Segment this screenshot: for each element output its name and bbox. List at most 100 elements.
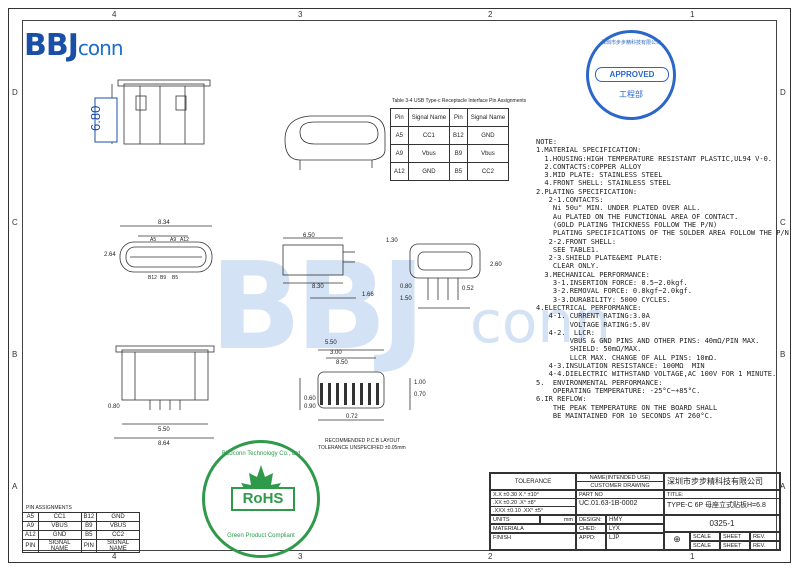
title-block: TOLERANCE NAME(INTENDED USE) CUSTOMER DR…: [489, 472, 781, 551]
pcb-layout-title: RECOMMENDED P.C.B LAYOUT: [325, 438, 401, 444]
grid-row-a: A: [12, 482, 18, 491]
grid-col-1-bottom: 1: [690, 552, 695, 561]
ched-label: CHED:: [576, 524, 606, 533]
dim-130: 1.30: [386, 238, 398, 244]
table-cell: B9: [80, 521, 98, 531]
note-line: 4.FRONT SHELL: STAINLESS STEEL: [536, 179, 671, 188]
dim-834: 8.34: [158, 220, 170, 226]
note-line: SEE TABLE1.: [536, 245, 600, 254]
table-cell: SIGNAL NAME: [96, 539, 140, 553]
pcb-layout-tolerance: TOLERANCE UNSPECIFIED ±0.05mm: [318, 445, 406, 451]
table-cell: A9: [22, 521, 39, 531]
table-cell: CC1: [37, 512, 82, 522]
table-cell: GND: [96, 512, 140, 522]
pin-table-caption: Table 3-4 USB Type-c Receptacle Interfac…: [392, 98, 527, 104]
table-cell: Vbus: [407, 144, 451, 163]
pin-label-a12: A12: [180, 237, 189, 243]
dim-150: 1.50: [400, 296, 412, 302]
table-cell: SIGNAL NAME: [37, 539, 82, 553]
note-line: OPERATING TEMPERATURE: -25°C~+85°C.: [536, 386, 701, 395]
table-row: A9 Vbus B9 Vbus: [390, 144, 510, 163]
stamp-dept-label: 工程部: [619, 90, 643, 99]
table-cell: GND: [466, 126, 510, 145]
note-line: 3-2.REMOVAL FORCE: 0.8kgf~2.0kgf.: [536, 287, 692, 296]
dim-166: 1.66: [362, 292, 374, 298]
grid-row-b-right: B: [780, 350, 786, 359]
sheet-label: SHEET: [720, 532, 750, 541]
table-cell: VBUS: [37, 521, 82, 531]
dim-080: 0.80: [400, 284, 412, 290]
finish-label: FINISH: [490, 533, 576, 550]
grid-row-a-right: A: [780, 482, 786, 491]
company-logo: BBJconn: [24, 28, 123, 63]
watermark-logo: BBJ: [210, 238, 426, 377]
dim-300: 3.00: [330, 350, 342, 356]
dim-850: 8.50: [336, 360, 348, 366]
table-cell: PIN: [80, 539, 98, 553]
design-value: HMY: [606, 515, 664, 524]
table-header-cell: Pin: [449, 108, 468, 127]
grid-row-c: C: [12, 218, 18, 227]
note-line: 5. ENVIRONMENTAL PERFORMANCE:: [536, 378, 663, 387]
dim-864: 8.64: [158, 441, 170, 447]
note-line: Au PLATED ON THE FUNCTIONAL AREA OF CONT…: [536, 212, 739, 221]
table-cell: CC1: [407, 126, 451, 145]
drawing-outer-frame: [8, 8, 791, 563]
ched-value: LYX: [606, 524, 664, 533]
grid-col-4: 4: [112, 10, 117, 19]
table-header-cell: Signal Name: [466, 108, 510, 127]
table-cell: A5: [22, 512, 39, 522]
projection-symbol-icon: ⊕: [664, 532, 690, 550]
dim-070: 0.70: [414, 392, 426, 398]
dim-650: 6.50: [303, 233, 315, 239]
table-cell: B12: [80, 512, 98, 522]
note-line: 3.MECHANICAL PERFORMANCE:: [536, 270, 650, 279]
note-line: 2.PLATING SPECIFICATION:: [536, 187, 638, 196]
table-cell: A9: [390, 144, 409, 163]
appd-value: LJP: [606, 533, 664, 550]
stamp-approved-label: APPROVED: [595, 67, 669, 82]
dim-100: 1.00: [414, 380, 426, 386]
document-number: 0325-1: [664, 515, 780, 532]
dim-060: 0.60: [304, 396, 316, 402]
material-label: MATERIALA: [490, 524, 576, 533]
note-line: VOLTAGE RATING:5.0V: [536, 320, 650, 329]
note-line: 3-3.DURABILITY: 5000 CYCLES.: [536, 295, 671, 304]
rohs-stamp: BBJconn Technology Co., Ltd RoHS Green P…: [202, 440, 320, 558]
grid-col-3: 3: [298, 10, 303, 19]
note-line: LLCR MAX. CHANGE OF ALL PINS: 10mΩ.: [536, 353, 718, 362]
note-line: 4-4.DIELECTRIC WITHSTAND VOLTAGE,AC 100V…: [536, 370, 777, 379]
grid-row-c-right: C: [780, 218, 786, 227]
note-line: VBUS & GND PINS AND OTHER PINS: 40mΩ/PIN…: [536, 337, 760, 346]
note-line: 1.HOUSING:HIGH TEMPERATURE RESISTANT PLA…: [536, 154, 773, 163]
note-line: 2-3.SHIELD PLATE&EMI PLATE:: [536, 254, 663, 263]
scale-label-2: SCALE: [690, 541, 720, 550]
note-line: 6.IR REFLOW:: [536, 395, 587, 404]
note-line: Ni 50u" MIN. UNDER PLATED OVER ALL.: [536, 204, 701, 213]
watermark-conn: conn: [470, 288, 611, 356]
dim-550-top: 5.50: [325, 340, 337, 346]
grid-row-d: D: [12, 88, 18, 97]
table-row: A5 CC1 B12 GND: [390, 126, 510, 145]
units-label: UNITS: [490, 515, 540, 524]
dim-height-680: 6.80: [88, 105, 103, 131]
table-header-cell: Pin: [390, 108, 409, 127]
dim-264: 2.64: [104, 252, 116, 258]
table-row: A12 GND B5 CC2: [390, 162, 510, 181]
title-value: TYPE-C 6P 母座立式贴板H=6.8: [664, 498, 780, 515]
table-cell: GND: [407, 162, 451, 181]
table-header-row: Pin Signal Name Pin Signal Name: [390, 108, 510, 127]
note-line: 4-1. CURRENT RATING:3.0A: [536, 312, 650, 321]
grid-row-b: B: [12, 350, 18, 359]
note-line: 2-1.CONTACTS:: [536, 196, 604, 205]
pin-label-a9: A9: [170, 237, 177, 243]
table-cell: CC2: [96, 530, 140, 540]
dim-260: 2.60: [490, 262, 502, 268]
rev-label-2: REV.: [750, 541, 780, 550]
dim-072: 0.72: [346, 414, 358, 420]
note-line: BE MAINTAINED FOR 10 SECONDS AT 260°C.: [536, 411, 714, 420]
note-line: 2-2.FRONT SHELL:: [536, 237, 617, 246]
